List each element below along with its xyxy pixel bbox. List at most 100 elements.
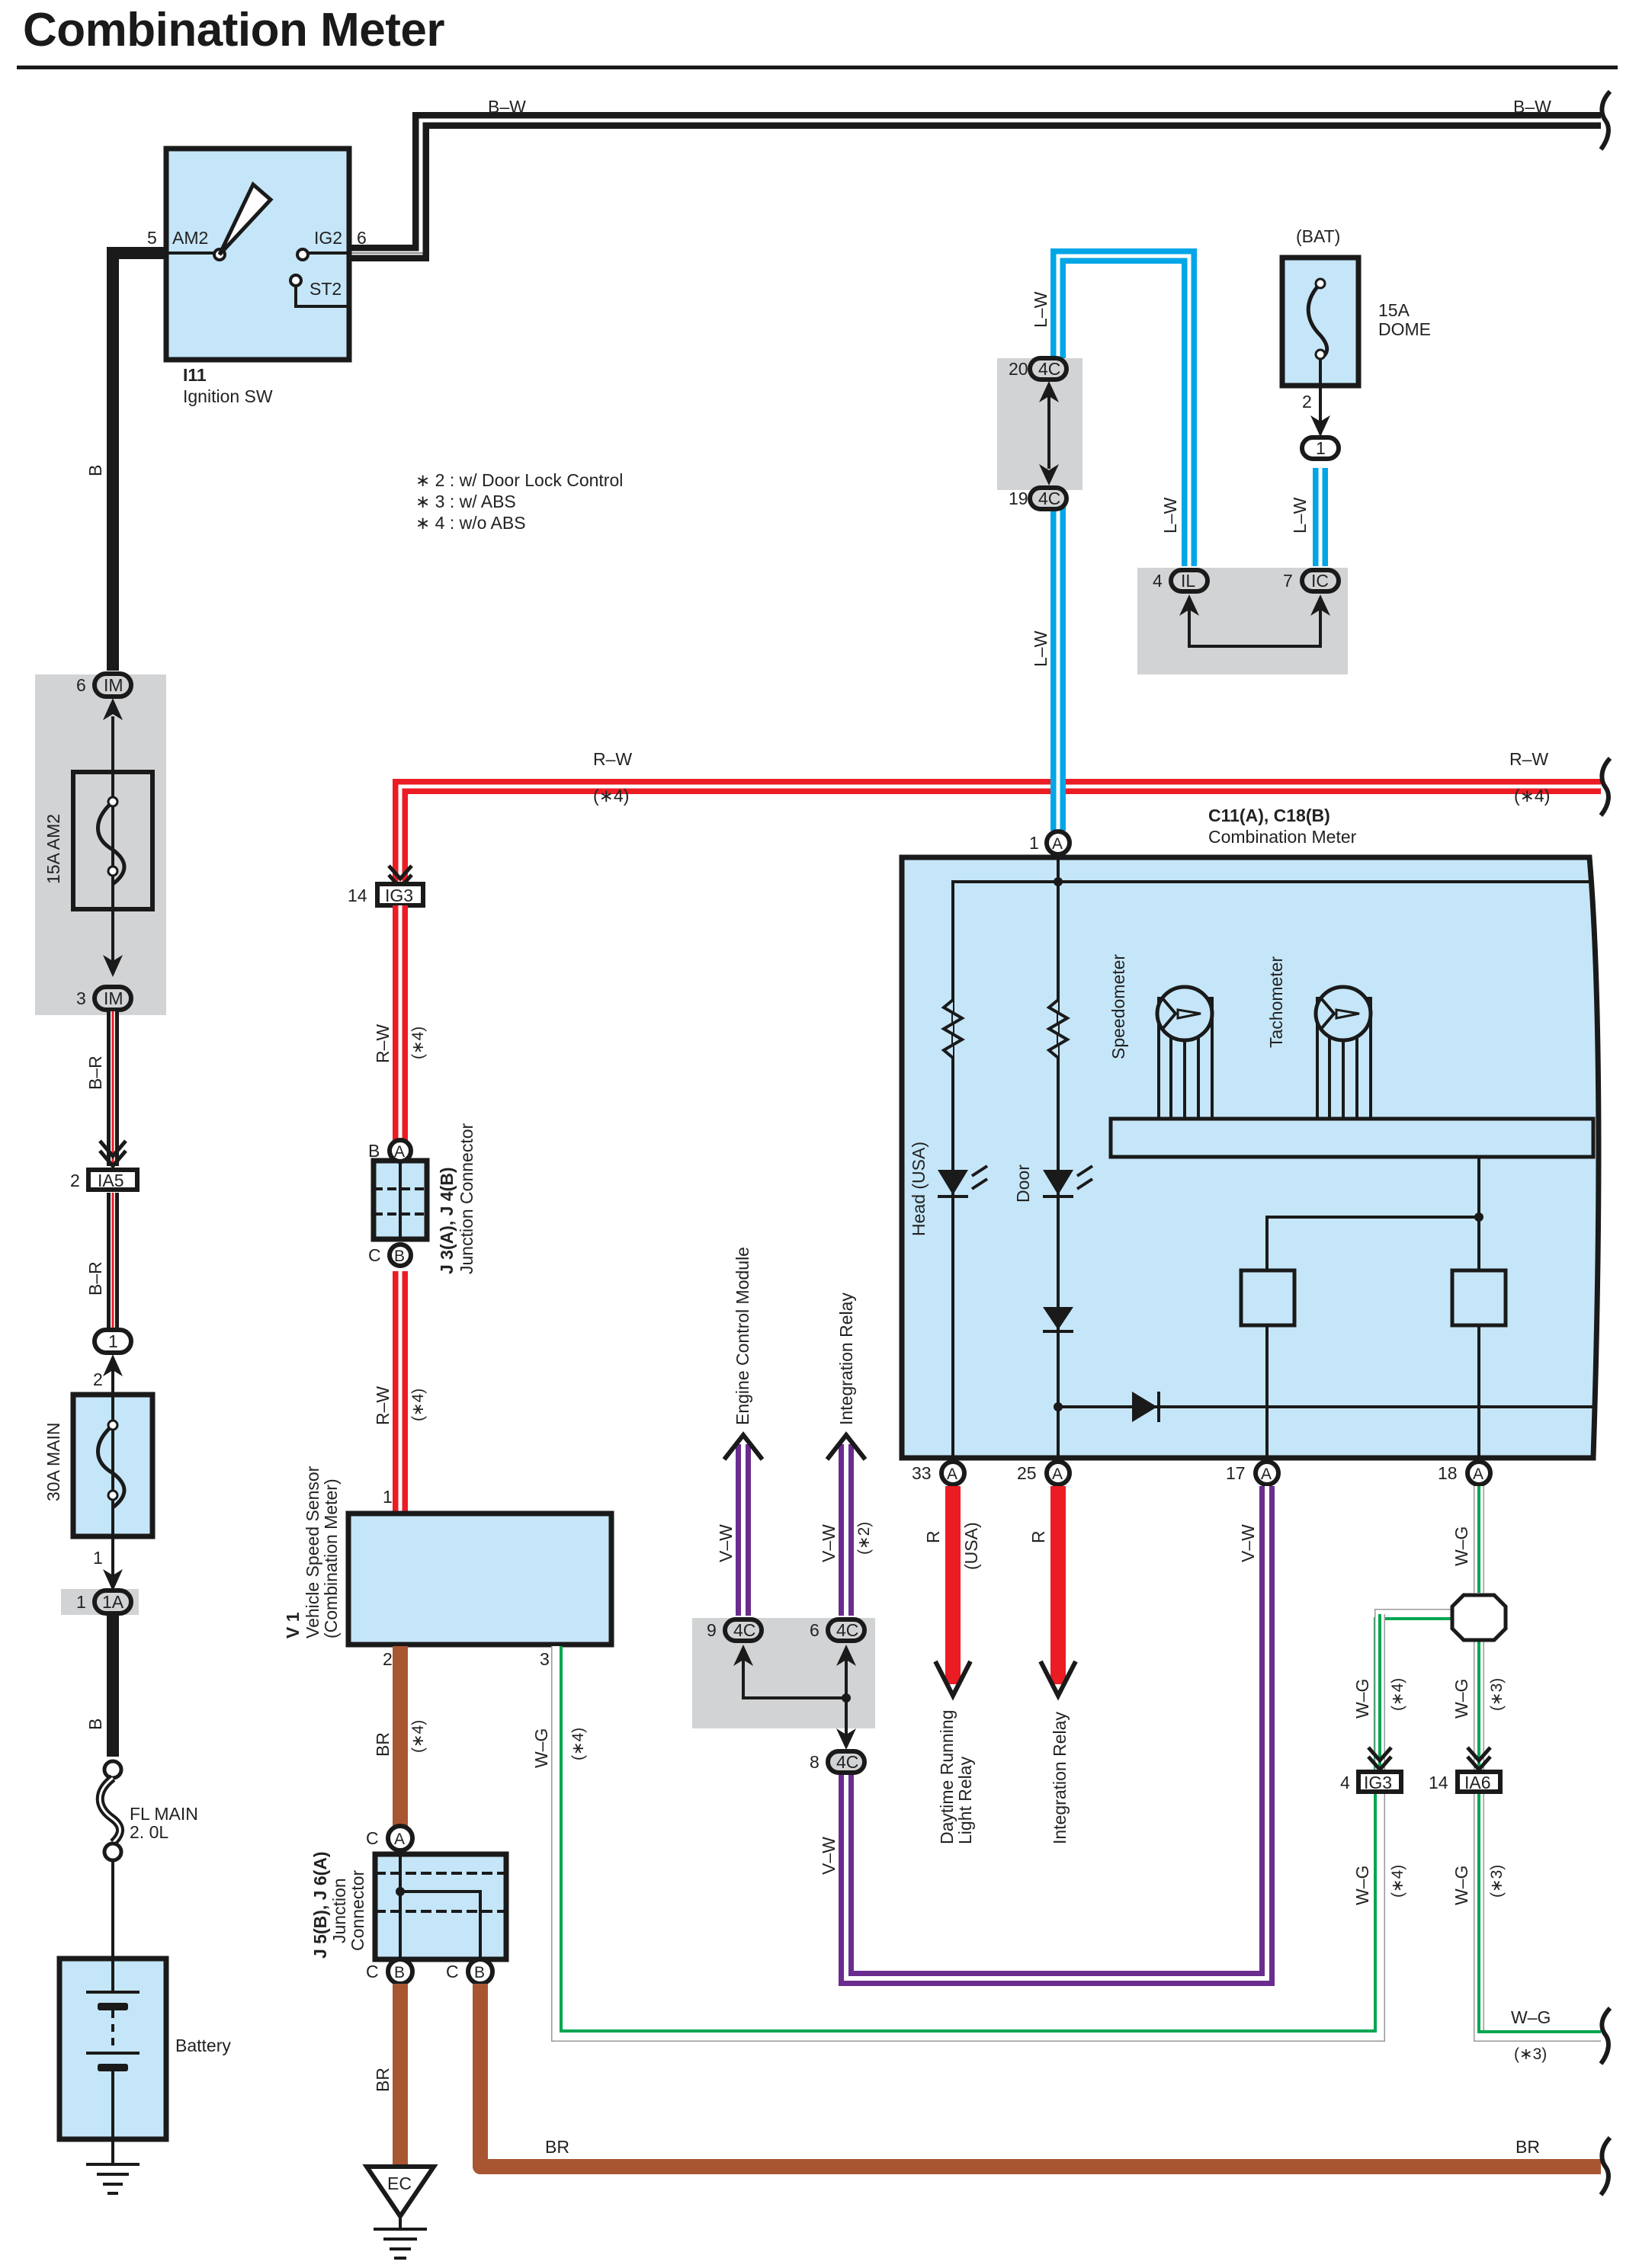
svg-text:IA6: IA6 — [1464, 1773, 1491, 1792]
svg-text:6: 6 — [810, 1620, 819, 1640]
connector-arrow-icon — [103, 1569, 123, 1591]
wire-bw-top — [349, 112, 1601, 261]
svg-text:6: 6 — [76, 675, 86, 695]
fusible-link-label: 2. 0L — [130, 1822, 168, 1842]
meter-ic-block — [1450, 1268, 1508, 1328]
svg-text:B: B — [368, 1141, 380, 1161]
connector-arrow-icon — [1179, 594, 1199, 616]
pin-number: 1 — [383, 1487, 393, 1507]
svg-text:IM: IM — [104, 988, 123, 1008]
ground-icon — [374, 2216, 427, 2260]
wire-label: L–W — [1031, 630, 1050, 667]
fuse-label: DOME — [1378, 319, 1431, 339]
svg-text:IA5: IA5 — [98, 1171, 124, 1190]
svg-text:C: C — [368, 1245, 381, 1265]
component-code: C11(A), C18(B) — [1208, 806, 1330, 825]
pin-label: IG2 — [314, 228, 342, 248]
indicator-label: Head (USA) — [909, 1142, 929, 1236]
wire-note: (USA) — [961, 1522, 981, 1570]
arrow-down-icon — [1038, 1660, 1078, 1701]
diode-icon — [1132, 1392, 1157, 1422]
ignition-switch — [163, 146, 352, 363]
svg-text:A: A — [1473, 1466, 1483, 1483]
svg-text:IM: IM — [104, 675, 123, 695]
wire-label: W–G — [1451, 1866, 1471, 1905]
wire-wg-18 — [1374, 1486, 1601, 2042]
wire-note: (∗4) — [409, 1389, 427, 1421]
wire-label: R–W — [593, 749, 632, 769]
wire-label: B–W — [488, 97, 526, 117]
connector-il: IL 4 — [1153, 568, 1210, 594]
fuse-icon — [96, 1424, 127, 1509]
connector-4c-19: 4C 19 — [1009, 485, 1069, 511]
pin-number: 5 — [147, 228, 157, 248]
ground-label: EC — [387, 2174, 412, 2193]
connector-arrow-icon — [836, 1728, 856, 1750]
svg-text:IC: IC — [1311, 571, 1329, 591]
pin-number: 2 — [93, 1369, 103, 1389]
led-icon — [1043, 1170, 1073, 1195]
wire-label: R — [1028, 1530, 1048, 1543]
svg-text:A: A — [394, 1831, 405, 1848]
svg-text:IG3: IG3 — [1364, 1773, 1392, 1792]
svg-text:9: 9 — [707, 1620, 717, 1640]
wire-continuation-icon — [1599, 89, 1612, 151]
wire-vw — [736, 1444, 1275, 1986]
junction-connector-j3-j4: A B B C — [368, 1138, 430, 1268]
wire-label: R — [923, 1530, 943, 1543]
wire-note: (∗4) — [593, 786, 629, 806]
connector-arrow-icon — [1039, 464, 1059, 485]
component-name: Connector — [348, 1870, 367, 1951]
svg-text:1A: 1A — [102, 1592, 124, 1612]
connector-ig3-14: IG3 14 — [348, 882, 425, 908]
wire-label: L–W — [1031, 291, 1050, 328]
svg-text:A: A — [1052, 835, 1063, 853]
svg-text:1: 1 — [76, 1592, 86, 1612]
wire-note: (∗2) — [855, 1522, 873, 1555]
wire-label: B — [85, 1719, 105, 1730]
switch-lever-icon — [217, 181, 274, 256]
fuse-label: 30A MAIN — [43, 1422, 63, 1501]
junction-block-am2 — [35, 674, 166, 1015]
connector-arrow-icon — [1039, 381, 1059, 402]
connector-meter-1: A 1 — [1029, 829, 1072, 857]
meter-ic-block — [1239, 1268, 1297, 1328]
vehicle-speed-sensor — [345, 1510, 614, 1648]
svg-text:4C: 4C — [1038, 489, 1060, 508]
svg-text:C: C — [366, 1828, 379, 1848]
connector-ia6-14: IA6 14 — [1429, 1770, 1503, 1794]
wire-label: L–W — [1290, 497, 1310, 533]
connector-4c-6: 4C 6 — [810, 1617, 867, 1643]
connector-arrow-icon — [1310, 594, 1330, 616]
svg-text:IG3: IG3 — [385, 886, 413, 905]
indicator-label: Door — [1013, 1164, 1033, 1203]
connector-arrow-icon — [103, 955, 123, 977]
svg-text:4C: 4C — [1038, 359, 1060, 379]
note-item: ∗ 4 : w/o ABS — [415, 513, 526, 533]
wire-label: BR — [373, 2068, 393, 2092]
wire-label: W–G — [1451, 1679, 1471, 1719]
wire-br-horizontal — [473, 1984, 1601, 2174]
destination-label: Integration Relay — [1050, 1712, 1070, 1844]
wire-note: (∗4) — [1389, 1678, 1406, 1711]
component-code: J 5(B), J 6(A) — [310, 1851, 330, 1959]
wire-label: R–W — [1509, 749, 1548, 769]
wire-wg-vss — [551, 1609, 1471, 2042]
svg-text:2: 2 — [70, 1171, 80, 1190]
note-item: ∗ 2 : w/ Door Lock Control — [415, 470, 623, 490]
wire-label: V–W — [1238, 1524, 1258, 1562]
svg-text:B: B — [394, 1964, 405, 1981]
wire-label: B–W — [1513, 97, 1551, 117]
wire-continuation-icon — [1599, 2135, 1612, 2196]
resistor-icon — [1046, 991, 1070, 1067]
svg-text:IL: IL — [1181, 571, 1195, 591]
connector-dome-1: 1 — [1300, 435, 1341, 461]
wire-label: R–W — [373, 1024, 393, 1063]
wire-continuation-icon — [1599, 756, 1612, 817]
junction-connector-j5-j6: A C B C B C — [366, 1824, 509, 1986]
svg-text:25: 25 — [1017, 1463, 1037, 1483]
svg-text:17: 17 — [1226, 1463, 1246, 1483]
svg-text:B: B — [394, 1248, 405, 1265]
wire-label: B–R — [85, 1056, 105, 1090]
svg-text:1: 1 — [1029, 833, 1039, 853]
